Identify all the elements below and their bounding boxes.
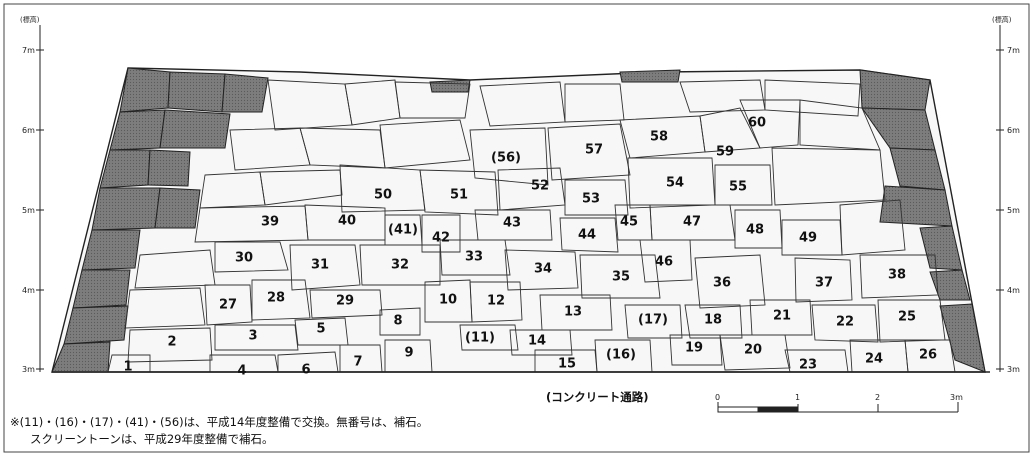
stone-label: 27 <box>219 298 237 313</box>
stone-label: 24 <box>865 352 883 367</box>
stone-label: 38 <box>888 268 906 283</box>
left-axis-unit-label: (標高) <box>20 15 40 24</box>
scale-tick-3m: 3m <box>950 393 963 402</box>
left-tick-7m: 7m <box>22 46 35 55</box>
stone-label: 54 <box>666 176 684 191</box>
right-axis-unit-label: (標高) <box>992 15 1012 24</box>
stone-label: 42 <box>432 231 450 246</box>
stone-label: 26 <box>919 348 937 363</box>
stone-label: 10 <box>439 293 457 308</box>
stone-label: 30 <box>235 251 253 266</box>
concrete-passage-label: (コンクリート通路) <box>546 390 649 404</box>
stone-label: 21 <box>773 309 791 324</box>
stone-label: (11) <box>465 331 495 346</box>
stone-label: 9 <box>404 346 413 361</box>
scale-tick-0: 0 <box>715 393 720 402</box>
stone-label: (17) <box>638 313 668 328</box>
left-tick-5m: 5m <box>22 206 35 215</box>
right-tick-7m: 7m <box>1007 46 1020 55</box>
stone-label: 28 <box>267 291 285 306</box>
left-tick-6m: 6m <box>22 126 35 135</box>
right-tick-6m: 6m <box>1007 126 1020 135</box>
stone-label: 52 <box>531 179 549 194</box>
stone-label: 35 <box>612 270 630 285</box>
stone-label: 46 <box>655 255 673 270</box>
right-elevation-axis: (標高) 7m 6m 5m 4m 3m <box>992 15 1020 374</box>
stone-label: 59 <box>716 145 734 160</box>
stone-label: 2 <box>167 335 176 350</box>
stone-label: 19 <box>685 341 703 356</box>
scale-tick-2: 2 <box>875 393 880 402</box>
left-tick-3m: 3m <box>22 365 35 374</box>
stone-label: 55 <box>729 180 747 195</box>
stone-label: 5 <box>316 322 325 337</box>
stone-label: 15 <box>558 357 576 372</box>
stone-label: 60 <box>748 116 766 131</box>
right-screentone-stones <box>429 69 986 373</box>
stone-label: 4 <box>237 364 246 379</box>
stone-label: 39 <box>261 215 279 230</box>
stone-label: 22 <box>836 315 854 330</box>
stone-label: 40 <box>338 214 356 229</box>
stone-label: 50 <box>374 188 392 203</box>
stone-label: 45 <box>620 215 638 230</box>
left-elevation-axis: (標高) 7m 6m 5m 4m 3m <box>20 15 44 374</box>
left-screentone-stones <box>51 67 269 373</box>
stone-label: 36 <box>713 276 731 291</box>
stone-label: 53 <box>582 192 600 207</box>
stone-label: 13 <box>564 305 582 320</box>
stone-label: 43 <box>503 216 521 231</box>
stone-label: 47 <box>683 215 701 230</box>
stone-label: 31 <box>311 258 329 273</box>
stone-label: 57 <box>585 143 603 158</box>
right-tick-5m: 5m <box>1007 206 1020 215</box>
stone-label: 58 <box>650 130 668 145</box>
stone-label: (41) <box>388 223 418 238</box>
right-tick-4m: 4m <box>1007 286 1020 295</box>
stone-label: 51 <box>450 188 468 203</box>
stone-label: 6 <box>301 363 310 378</box>
stone-label: 33 <box>465 250 483 265</box>
note-replacement: ※(11)・(16)・(17)・(41)・(56)は、平成14年度整備で交換。無… <box>10 415 429 429</box>
left-tick-4m: 4m <box>22 286 35 295</box>
stone-label: 14 <box>528 334 546 349</box>
stone-label: 37 <box>815 276 833 291</box>
stone-label: 34 <box>534 262 552 277</box>
scale-bar: 0 1 2 3m <box>715 393 963 413</box>
stone-label: 3 <box>248 329 257 344</box>
stone-label: 49 <box>799 231 817 246</box>
stone-label: (16) <box>606 348 636 363</box>
stone-label: 18 <box>704 313 722 328</box>
stone-label: (56) <box>491 151 521 166</box>
stone-label: 25 <box>898 310 916 325</box>
stone-label: 1 <box>123 360 132 375</box>
stone-label: 7 <box>353 355 362 370</box>
stone-label: 8 <box>393 314 402 329</box>
figure-border <box>3 3 1030 453</box>
stone-label: 29 <box>336 294 354 309</box>
right-tick-3m: 3m <box>1007 365 1020 374</box>
stone-label: 23 <box>799 358 817 373</box>
stone-label: 12 <box>487 294 505 309</box>
stone-label: 32 <box>391 258 409 273</box>
stone-label: 48 <box>746 223 764 238</box>
note-screentone: スクリーントーンは、平成29年度整備で補石。 <box>30 432 274 446</box>
stone-label: 20 <box>744 343 762 358</box>
scale-tick-1: 1 <box>795 393 800 402</box>
stone-label: 44 <box>578 228 596 243</box>
